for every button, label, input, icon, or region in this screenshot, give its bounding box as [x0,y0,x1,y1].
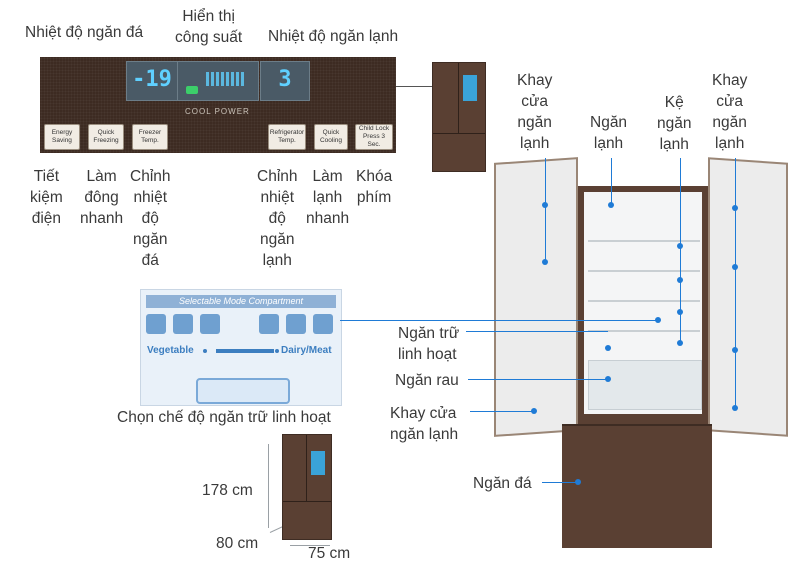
freezer-display: -19 [126,61,178,101]
freezer-drawer [562,424,712,548]
mode-panel-title: Selectable Mode Compartment [146,295,336,308]
fish-icon [259,314,279,334]
label-fridge-compartment: Ngăn lạnh [590,114,628,152]
label-fridge-adjust: Chỉnh nhiệt độ ngăn lạnh [257,168,298,269]
mode-track [216,349,274,353]
label-quick-freezing: Làm đông nhanh [80,168,124,227]
fridge-display-icon [311,451,325,475]
label-quick-cooling: Làm lạnh nhanh [306,168,350,227]
fridge-display: 3 [260,61,310,101]
cheese-icon [286,314,306,334]
height-arrow [268,444,269,528]
label-flex-compartment: Ngăn trữ linh hoạt [398,325,460,363]
eco-leaf-icon [186,86,198,94]
mode-selector-slider[interactable] [196,378,290,404]
label-power-display: Hiển thị công suất [175,8,243,46]
cool-power-text: COOL POWER [185,107,250,116]
power-bars-icon [206,72,246,86]
fridge-thumbnail-dimensions [282,434,332,540]
energy-saving-button[interactable]: Energy Saving [44,124,80,150]
refrigerator-temp-button[interactable]: Refrigerator Temp. [268,124,306,150]
vegetable-text: Vegetable [147,345,194,356]
mode-callout-line [340,320,658,321]
depth-arrow [290,545,330,546]
dairy-meat-text: Dairy/Meat [281,345,332,356]
child-lock-button[interactable]: Child Lock Press 3 Sec. [355,124,393,150]
quick-freezing-button[interactable]: Quick Freezing [88,124,124,150]
carrot-icon [146,314,166,334]
label-door-tray-left: Khay cửa ngăn lạnh [517,72,553,152]
label-freezer-drawer: Ngăn đá [473,475,532,492]
power-display [177,61,259,101]
meat-icon [313,314,333,334]
label-freezer-adjust: Chỉnh nhiệt độ ngăn đá [130,168,171,269]
width-value: 80 cm [216,535,259,552]
fridge-display-icon [463,75,477,101]
height-value: 178 cm [202,482,253,499]
freezer-temp-button[interactable]: Freezer Temp. [132,124,168,150]
vegetable-drawer [588,360,702,410]
control-panel: -19 3 COOL POWER Energy Saving Quick Fre… [40,57,396,153]
quick-cooling-button[interactable]: Quick Cooling [314,124,348,150]
fridge-thumbnail-top [432,62,486,172]
freezer-temp-value: -19 [132,67,172,92]
label-freezer-temp: Nhiệt độ ngăn đá [25,24,144,41]
label-mode-select: Chọn chế độ ngăn trữ linh hoạt [117,409,331,426]
label-vegetable-drawer: Ngăn rau [395,372,459,389]
connector-line [396,86,442,87]
tomato-icon [173,314,193,334]
label-fridge-shelf: Kệ ngăn lạnh [657,94,692,153]
grape-icon [200,314,220,334]
depth-value: 75 cm [308,545,351,562]
label-fridge-temp: Nhiệt độ ngăn lạnh [268,28,399,45]
label-child-lock: Khóa phím [356,168,393,206]
right-door [708,157,788,437]
fridge-temp-value: 3 [278,67,292,92]
left-door [494,157,578,437]
label-door-tray-right: Khay cửa ngăn lạnh [712,72,748,152]
mode-compartment-panel: Selectable Mode Compartment Vegetable Da… [140,289,342,406]
label-energy-saving: Tiết kiệm điện [30,168,63,227]
label-door-tray-bottom: Khay cửa ngăn lạnh [390,405,459,443]
